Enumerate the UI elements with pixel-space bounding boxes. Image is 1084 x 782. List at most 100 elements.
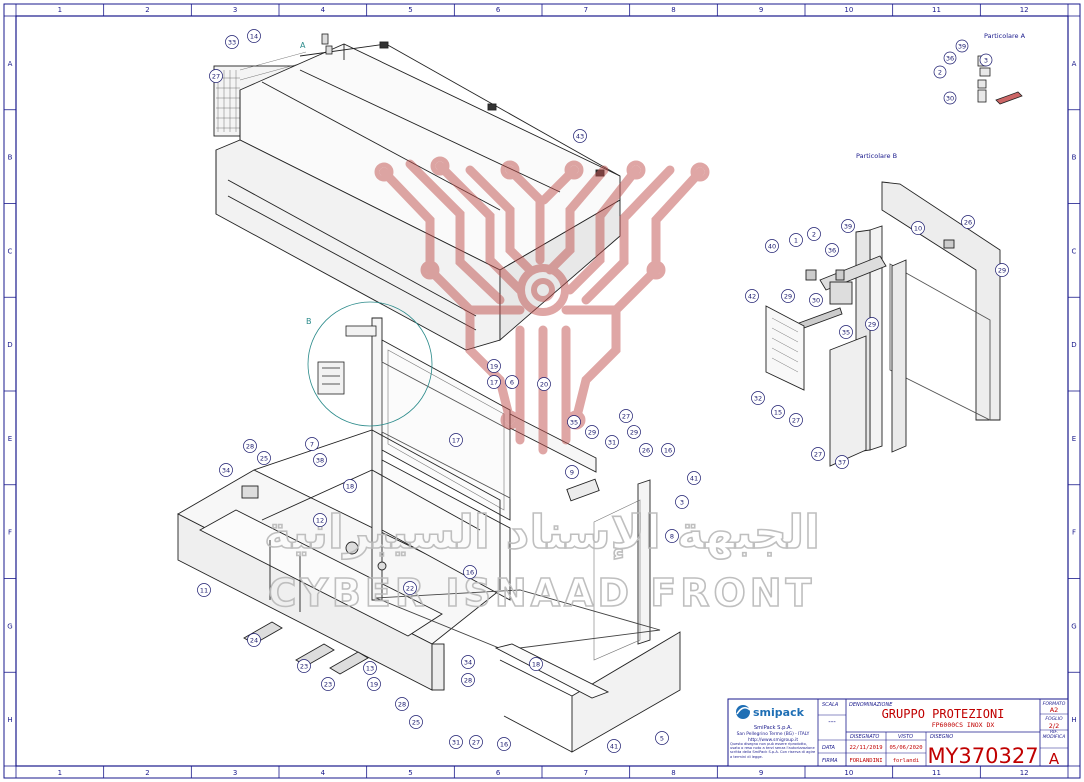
part-balloon: 23 [297, 659, 311, 673]
title-block: smipack SmiPack S.p.A. San Pellegrino Te… [727, 698, 1069, 768]
part-number: 32 [754, 394, 762, 402]
rif-label-box: RIF. MODIFICA [1042, 730, 1066, 741]
part-number: 26 [642, 446, 650, 454]
part-number: 35 [842, 328, 850, 336]
part-balloon: 6 [505, 375, 519, 389]
part-number: 6 [510, 378, 514, 386]
part-balloon: 3 [675, 495, 689, 509]
part-balloon: 14 [247, 29, 261, 43]
part-balloon: 30 [809, 293, 823, 307]
part-balloon: 1 [789, 233, 803, 247]
zone-column-label: 7 [584, 769, 588, 777]
right-upright-frame [637, 479, 651, 645]
part-number: 2 [812, 230, 816, 238]
part-balloon: 39 [841, 219, 855, 233]
part-balloon: 31 [605, 435, 619, 449]
part-number: 25 [412, 718, 420, 726]
part-balloon: 37 [835, 455, 849, 469]
part-number: 3 [984, 56, 988, 64]
part-number: 23 [300, 662, 308, 670]
part-number: 5 [660, 734, 664, 742]
part-balloon: 29 [995, 263, 1009, 277]
part-balloon: 7 [305, 437, 319, 451]
part-number: 20 [540, 380, 548, 388]
zone-column-label: 4 [321, 6, 326, 14]
zone-column-label: 2 [145, 6, 149, 14]
zone-column-label: 5 [408, 769, 412, 777]
zone-row-label: G [1071, 622, 1076, 630]
grille-42 [765, 305, 805, 391]
zone-column-label: 1 [58, 769, 62, 777]
part-number: 34 [222, 466, 230, 474]
zone-column-label: 7 [584, 6, 588, 14]
part-number: 1 [794, 236, 798, 244]
foglio-label: FOGLIO [1045, 716, 1063, 722]
part-balloon: 29 [865, 317, 879, 331]
zone-column-label: 11 [932, 769, 941, 777]
part-number: 42 [748, 292, 756, 300]
zone-row-label: B [8, 154, 13, 162]
part-number: 29 [998, 266, 1006, 274]
part-balloon: 42 [745, 289, 759, 303]
part-number: 41 [690, 474, 698, 482]
lower-rear-panel [381, 459, 511, 601]
part-balloon: 29 [781, 289, 795, 303]
rif-modifica-label: RIF. MODIFICA [1042, 730, 1066, 741]
part-number: 17 [452, 436, 460, 444]
zone-column-label: 3 [233, 6, 237, 14]
part-balloon: 5 [655, 731, 669, 745]
part-balloon: 34 [461, 655, 475, 669]
part-balloon: 20 [537, 377, 551, 391]
part-number: 27 [792, 416, 800, 424]
part-number: 15 [774, 408, 782, 416]
smipack-logo: smipack [736, 705, 805, 719]
part-number: 27 [472, 738, 480, 746]
zone-column-label: 12 [1020, 769, 1029, 777]
part-balloon: 36 [825, 243, 839, 257]
drawing-subtitle: FP6000CS INOX DX [932, 721, 995, 729]
zone-column-label: 10 [844, 769, 853, 777]
scala-value: --- [828, 718, 836, 726]
part-number: 33 [228, 38, 236, 46]
part-number: 11 [200, 586, 208, 594]
part-balloon: 29 [585, 425, 599, 439]
part-balloon: 19 [367, 677, 381, 691]
part-number: 22 [406, 584, 414, 592]
part-balloon: 27 [811, 447, 825, 461]
zone-row-label: E [8, 435, 12, 443]
zone-grid-ticks [4, 4, 1080, 778]
part-balloon: 13 [363, 661, 377, 675]
detail-a-marker: A [300, 41, 306, 50]
zone-column-label: 12 [1020, 6, 1029, 14]
visto-label: VISTO [898, 734, 913, 740]
part-balloon: 2 [933, 65, 947, 79]
zone-column-label: 5 [408, 6, 412, 14]
part-number: 17 [490, 378, 498, 386]
rail-18 [494, 643, 610, 699]
part-balloon: 27 [619, 409, 633, 423]
company-web: http://www.smigroup.it [748, 737, 798, 743]
part-balloon: 32 [751, 391, 765, 405]
part-number: 34 [464, 658, 472, 666]
zone-row-label: A [8, 60, 13, 68]
zone-column-label: 6 [496, 769, 501, 777]
part-number: 19 [370, 680, 378, 688]
part-number: 36 [946, 54, 954, 62]
part-balloon: 30 [943, 91, 957, 105]
part-number: 19 [490, 362, 498, 370]
disegnato-label: DISEGNATO [850, 734, 879, 740]
zone-row-label: E [1072, 435, 1076, 443]
company-name: SmiPack S.p.A. [754, 725, 793, 731]
company-address: San Pellegrino Terme (BG) - ITALY [737, 731, 810, 737]
part-number: 2 [938, 68, 942, 76]
zone-column-label: 6 [496, 6, 501, 14]
part-balloon: 16 [661, 443, 675, 457]
part-number: 27 [622, 412, 630, 420]
part-number: 43 [576, 132, 584, 140]
zone-row-label: C [8, 247, 13, 255]
part-balloon: 18 [343, 479, 357, 493]
foglio-value: 2/2 [1049, 722, 1059, 730]
